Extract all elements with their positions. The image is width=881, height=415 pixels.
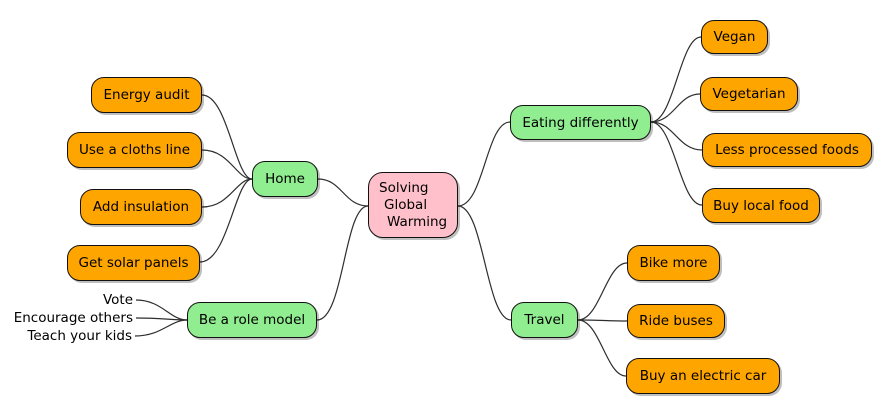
root-line-3: Warming [387,213,448,230]
node-add-insulation[interactable]: Add insulation [80,189,202,225]
edge-eating-buy-local [650,121,703,206]
node-solving-global-warming[interactable]: Solving Global Warming [368,172,458,238]
node-energy-audit[interactable]: Energy audit [91,77,202,113]
node-less-processed-foods[interactable]: Less processed foods [702,133,872,167]
node-vegan[interactable]: Vegan [701,20,768,54]
root-line-1: Solving [379,179,429,196]
node-vegetarian[interactable]: Vegetarian [700,77,798,111]
edge-eating-less-processed [650,121,703,151]
node-eating-differently[interactable]: Eating differently [510,105,651,140]
node-teach-your-kids[interactable]: Teach your kids [27,328,132,344]
edge-home-add-insulation [201,178,253,208]
node-travel[interactable]: Travel [511,302,578,338]
node-bike-more[interactable]: Bike more [627,245,720,281]
node-ride-buses[interactable]: Ride buses [627,304,725,338]
edge-center-role-model [316,205,369,321]
node-buy-an-electric-car[interactable]: Buy an electric car [626,358,780,394]
node-be-a-role-model[interactable]: Be a role model [187,302,317,338]
node-vote[interactable]: Vote [102,292,133,308]
root-line-2: Global [384,196,428,213]
edge-home-cloths-line [201,149,253,180]
edge-eating-vegan [650,36,702,123]
node-encourage-others[interactable]: Encourage others [13,310,133,326]
edge-center-eating [457,121,511,207]
edge-travel-electric-car [577,319,627,377]
node-home[interactable]: Home [252,161,318,197]
edge-center-travel [457,205,512,321]
node-get-solar-panels[interactable]: Get solar panels [67,245,200,281]
edge-home-solar-panels [199,178,253,263]
edge-role-teach [134,319,188,337]
edge-home-energy-audit [201,94,253,180]
node-buy-local-food[interactable]: Buy local food [702,188,820,223]
edge-eating-vegetarian [650,93,701,123]
node-use-a-cloths-line[interactable]: Use a cloths line [67,132,202,168]
edge-role-vote [135,299,188,321]
edge-travel-bike [577,262,628,321]
edge-travel-buses [577,319,628,322]
edge-center-home [317,178,369,207]
